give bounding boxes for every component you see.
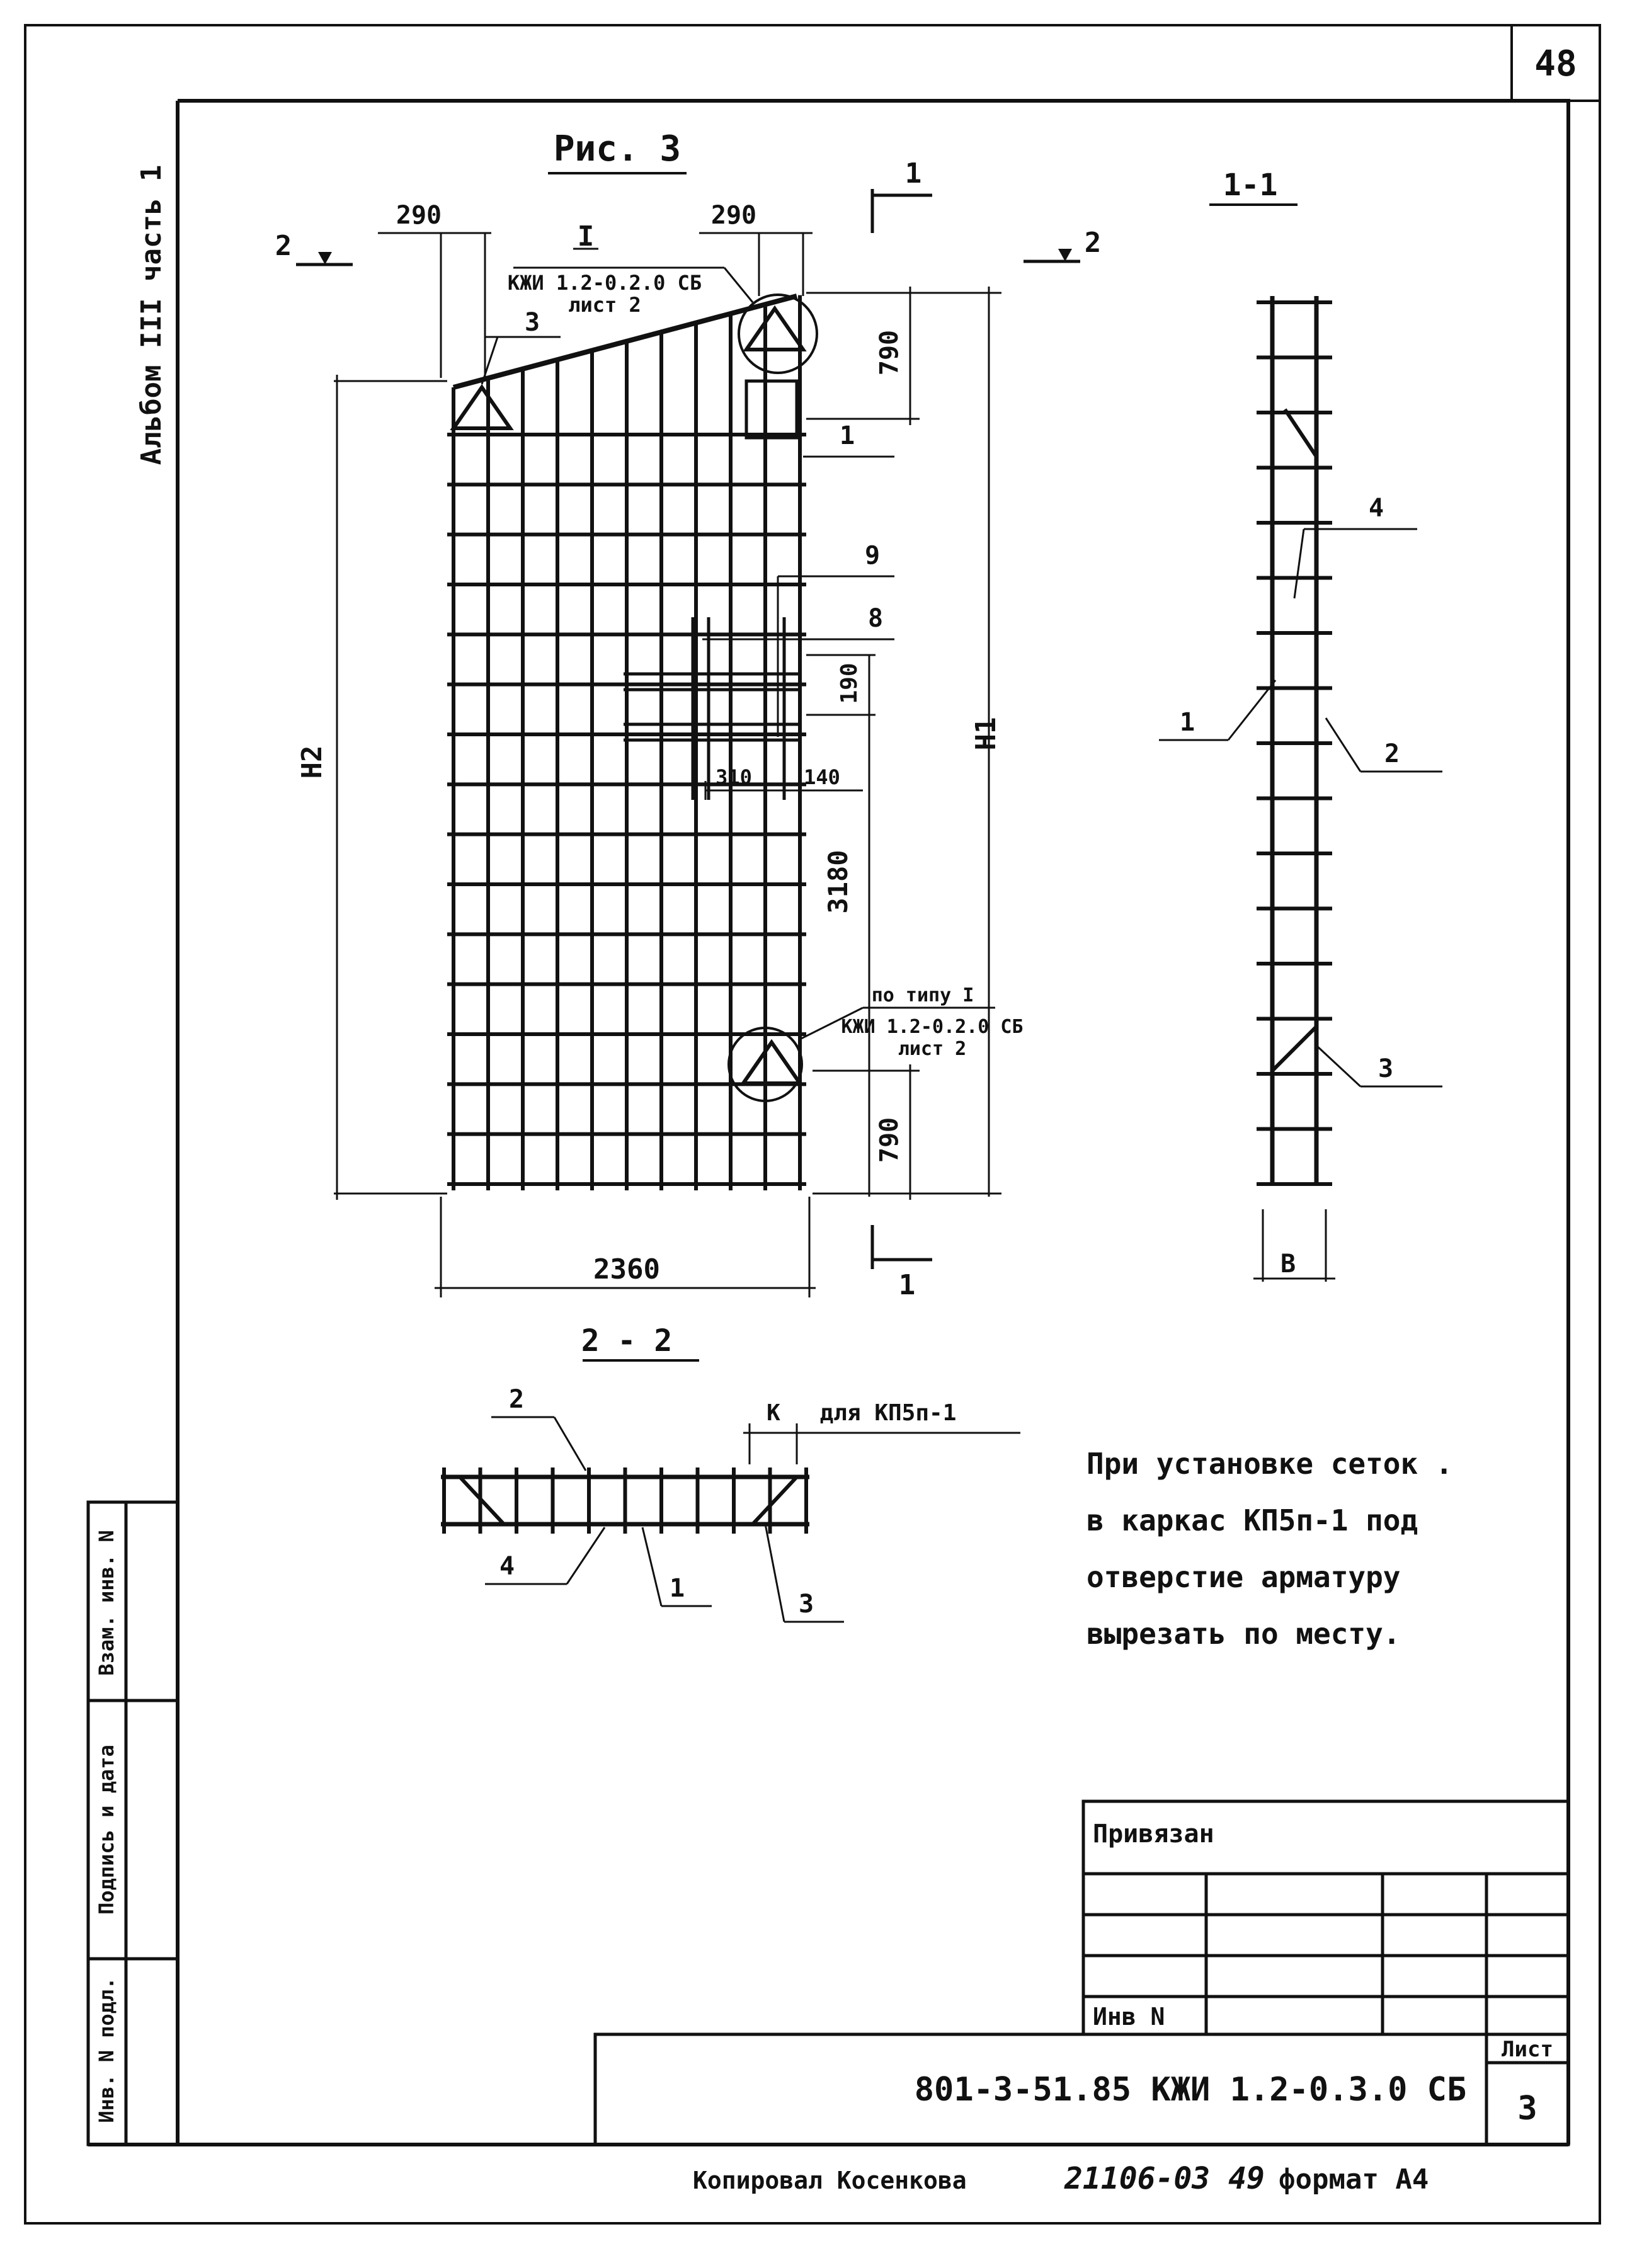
stamp-replace-inv: Взам. инв. N (94, 1530, 118, 1675)
section-1-1-diagonal (1283, 408, 1318, 458)
pos-4-sec22: 4 (499, 1552, 515, 1581)
stamp-inv-orig: Инв. N подл. (94, 1977, 118, 2123)
for-kp-label: для КП5п-1 (820, 1400, 957, 1426)
triangle-bottom (739, 1039, 804, 1085)
by-type-leader (799, 1006, 864, 1040)
sheet-number: 48 (1534, 43, 1577, 84)
dim-140: 140 (804, 765, 840, 789)
footer-copied: Копировал Косенкова (693, 2167, 967, 2194)
pos-9-main: 9 (865, 541, 880, 570)
pos-3-main: 3 (525, 308, 540, 337)
mesh-sloped-top (452, 293, 798, 390)
pos-3-sec11: 3 (1378, 1054, 1393, 1083)
section-2-2-leaders (485, 1416, 1020, 1623)
title-block (593, 1799, 1570, 2146)
title-sheet-value: 3 (1517, 2090, 1537, 2128)
callout-i-sheet: лист 2 (568, 293, 641, 317)
pos-1-main: 1 (840, 421, 855, 450)
inner-frame-top-right (178, 99, 1570, 2145)
dim-2360: 2360 (593, 1253, 660, 1285)
triangle-top-left (450, 384, 514, 430)
title-sheet-label: Лист (1502, 2037, 1553, 2062)
section-1-1-view (1257, 296, 1332, 1186)
section-2-2-view (441, 1467, 809, 1534)
album-side-label: Альбом III часть 1 (135, 165, 168, 465)
callout-i-ref: КЖИ 1.2-0.2.0 СБ (508, 271, 702, 295)
note-line-4: вырезать по месту. (1087, 1617, 1401, 1651)
pos-2-sec11: 2 (1384, 739, 1400, 768)
callout-i-label: I (578, 220, 595, 253)
dim-190: 190 (836, 663, 862, 704)
node-circle-top (738, 293, 818, 374)
triangle-top-right (743, 305, 807, 351)
plate-top-right (744, 379, 799, 440)
footer-code: 21106-03 49 (1064, 2161, 1265, 2196)
dim-k: K (767, 1400, 780, 1426)
left-stamp (86, 1500, 180, 2146)
stamp-sign-date: Подпись и дата (94, 1745, 118, 1915)
title-inv-no: Инв N (1093, 2003, 1165, 2031)
outer-border (24, 24, 1601, 2225)
dim-h1: H1 (970, 717, 1002, 751)
by-type-label: по типу I (872, 984, 974, 1006)
section-2-2-diagonal (458, 1475, 506, 1526)
dim-b: B (1281, 1250, 1296, 1279)
footer-format: формат А4 (1279, 2163, 1429, 2196)
callout-i-leader (723, 267, 754, 303)
position-leaders (481, 336, 894, 737)
pos-1-sec22: 1 (670, 1574, 685, 1603)
title-designation: 801-3-51.85 КЖИ 1.2-0.3.0 СБ (915, 2071, 1467, 2109)
pos-1-sec11: 1 (1180, 708, 1195, 737)
cut-label-2-right: 2 (1085, 227, 1102, 259)
dimension-lines (334, 232, 1001, 1297)
section-1-1-diagonal (1270, 1025, 1318, 1073)
note-line-1: При установке сеток . (1087, 1447, 1453, 1481)
dim-310: 310 (716, 765, 752, 789)
cut-label-1-bottom: 1 (899, 1269, 916, 1301)
pos-3-sec22: 3 (799, 1590, 814, 1619)
main-mesh (447, 295, 806, 1190)
opening-bars (624, 617, 802, 800)
dim-790-top: 790 (875, 330, 904, 375)
by-type-sheet: лист 2 (898, 1038, 966, 1060)
dim-h2: H2 (296, 746, 328, 779)
section-1-1-title: 1-1 (1223, 168, 1278, 203)
cut-label-2-left: 2 (275, 230, 292, 262)
pos-4-sec11: 4 (1369, 494, 1384, 523)
node-circle-bottom (727, 1027, 803, 1102)
cut-label-1-top: 1 (905, 157, 922, 190)
title-attached: Привязан (1093, 1820, 1214, 1849)
section-1-1-leaders (1159, 528, 1442, 1282)
note-line-2: в каркас КП5п-1 под (1087, 1503, 1418, 1537)
cut-arrow-2-left (318, 252, 332, 265)
dim-290-right: 290 (711, 201, 756, 230)
sheet-number-box (1510, 24, 1601, 102)
dim-290-left: 290 (396, 201, 442, 230)
figure-title: Рис. 3 (554, 128, 681, 169)
pos-8-main: 8 (868, 604, 883, 633)
by-type-ref: КЖИ 1.2-0.2.0 СБ (841, 1016, 1024, 1038)
section-2-2-diagonal (751, 1475, 799, 1526)
note-line-3: отверстие арматуру (1087, 1560, 1401, 1594)
pos-2-sec22: 2 (509, 1385, 524, 1414)
cut-arrow-2-right (1058, 249, 1072, 261)
dim-3180: 3180 (823, 850, 853, 913)
section-2-2-title: 2 - 2 (581, 1323, 673, 1359)
cut-markers (296, 189, 1080, 1269)
dim-790-bottom: 790 (875, 1117, 904, 1163)
